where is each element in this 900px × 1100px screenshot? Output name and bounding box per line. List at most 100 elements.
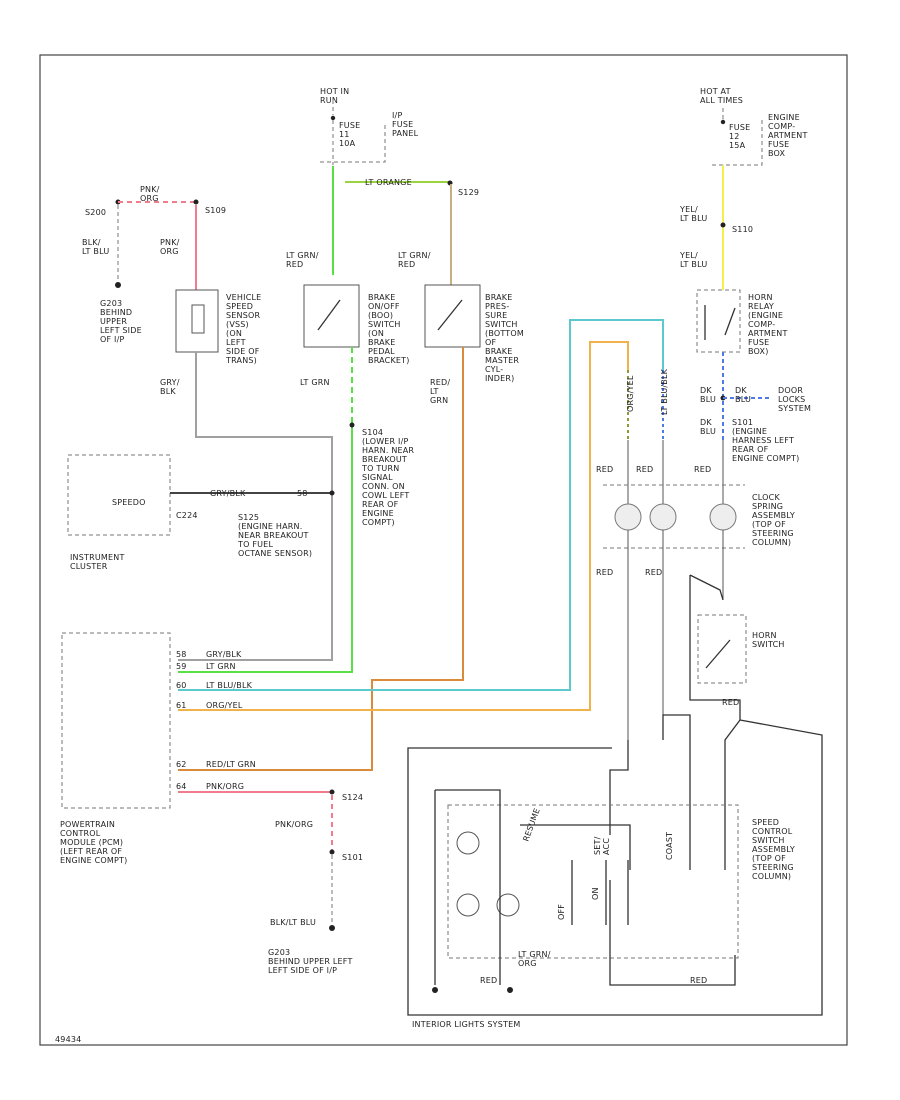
horn-switch-contact	[705, 639, 731, 669]
wire-sc-1	[609, 740, 629, 835]
wire-org-yel	[178, 341, 629, 711]
label-off: OFF	[557, 904, 566, 920]
label-red-8: RED	[480, 976, 497, 985]
label-pin-58: 58	[176, 650, 187, 659]
diagram-frame	[39, 54, 848, 1046]
label-pcm-w6: PNK/ORG	[206, 782, 244, 791]
vehicle-speed-sensor	[175, 289, 219, 353]
label-on: ON	[591, 887, 600, 900]
speed-control-outline	[447, 804, 739, 959]
label-s200: S200	[85, 208, 106, 217]
fuse-panel-outline	[320, 122, 386, 163]
label-lt-orange: LT ORANGE	[365, 178, 412, 187]
label-yel-lt-blu-2: YEL/LT BLU	[679, 251, 707, 269]
brake-on-off-switch	[303, 284, 360, 348]
label-red-2: RED	[636, 465, 653, 474]
label-lt-blu-blk-vert: LT BLU/BLK	[660, 368, 669, 415]
label-s201: S101	[342, 853, 363, 862]
fuse-box-outline	[712, 120, 763, 166]
brake-pressure-switch	[424, 284, 481, 348]
wire-sc-2	[662, 714, 691, 870]
ground-g203-bottom	[329, 925, 335, 931]
label-pin-62: 62	[176, 760, 187, 769]
label-pnk-org-bottom: PNK/ORG	[275, 820, 313, 829]
label-red-5: RED	[645, 568, 662, 577]
label-speedo: SPEEDO	[112, 498, 146, 507]
label-yel-lt-blu-1: YEL/LT BLU	[679, 205, 707, 223]
clock-spring-coil-2	[649, 503, 677, 531]
label-red-4: RED	[596, 568, 613, 577]
label-s124: S124	[342, 793, 363, 802]
splice-s104-dot	[349, 422, 355, 428]
label-interior-lights: INTERIOR LIGHTS SYSTEM	[412, 1020, 520, 1029]
label-footer-code: 49434	[55, 1035, 81, 1044]
label-red-3: RED	[694, 465, 711, 474]
label-pcm-w5: RED/LT GRN	[206, 760, 256, 769]
horn-relay-outline	[696, 289, 741, 353]
wire-horn-in	[689, 574, 724, 601]
label-pcm-w3: LT BLU/BLK	[206, 681, 253, 690]
sc-wire-bottom	[609, 880, 736, 986]
horn-relay-contact	[724, 307, 736, 336]
label-gry-blk-speedo: GRY/BLK	[210, 489, 246, 498]
label-set-acc: SET/ACC	[593, 836, 611, 855]
label-pcm-w2: LT GRN	[206, 662, 236, 671]
sc-wire-top	[520, 824, 631, 870]
label-s109: S109	[205, 206, 226, 215]
s125-dot	[329, 490, 335, 496]
label-c224: C224	[176, 511, 198, 520]
pcm-outline	[61, 632, 171, 809]
label-coast: COAST	[665, 832, 674, 860]
label-s110: S110	[732, 225, 753, 234]
sc-wire-left	[435, 789, 501, 985]
sc-lamp-1	[456, 831, 480, 855]
wire-lt-grn-pcm	[178, 420, 353, 673]
boo-switch-contact	[317, 299, 341, 331]
label-s129: S129	[458, 188, 479, 197]
wire-red-lt-grn-pcm	[178, 347, 464, 771]
speedo-outline	[67, 454, 171, 536]
horn-switch-outline	[697, 614, 747, 684]
sc-ground-1	[432, 987, 438, 993]
s201-dot	[329, 849, 335, 855]
s109-dot	[193, 199, 199, 205]
label-red-6: RED	[722, 698, 739, 707]
vss-coil	[191, 304, 205, 334]
bpp-switch-contact	[437, 299, 463, 331]
label-blk-lt-blu-bottom: BLK/LT BLU	[270, 918, 316, 927]
wire-gry-blk	[178, 352, 333, 661]
label-blk-lt-blu: BLK/LT BLU	[82, 238, 109, 256]
label-red-7: RED	[690, 976, 707, 985]
label-pin-60: 60	[176, 681, 187, 690]
label-pin-s125: 58	[297, 489, 308, 498]
clock-spring-coil-1	[614, 503, 642, 531]
wire-sc-3	[724, 719, 741, 870]
label-pin-64: 64	[176, 782, 187, 791]
wire-horn-out	[689, 575, 741, 720]
label-lt-grn-red-2: LT GRN/RED	[398, 251, 431, 269]
wire-sc-outer	[407, 719, 823, 1016]
ground-g203-top	[115, 282, 121, 288]
label-lt-grn-org: LT GRN/ORG	[518, 950, 551, 968]
label-lt-grn-red-1: LT GRN/RED	[286, 251, 319, 269]
